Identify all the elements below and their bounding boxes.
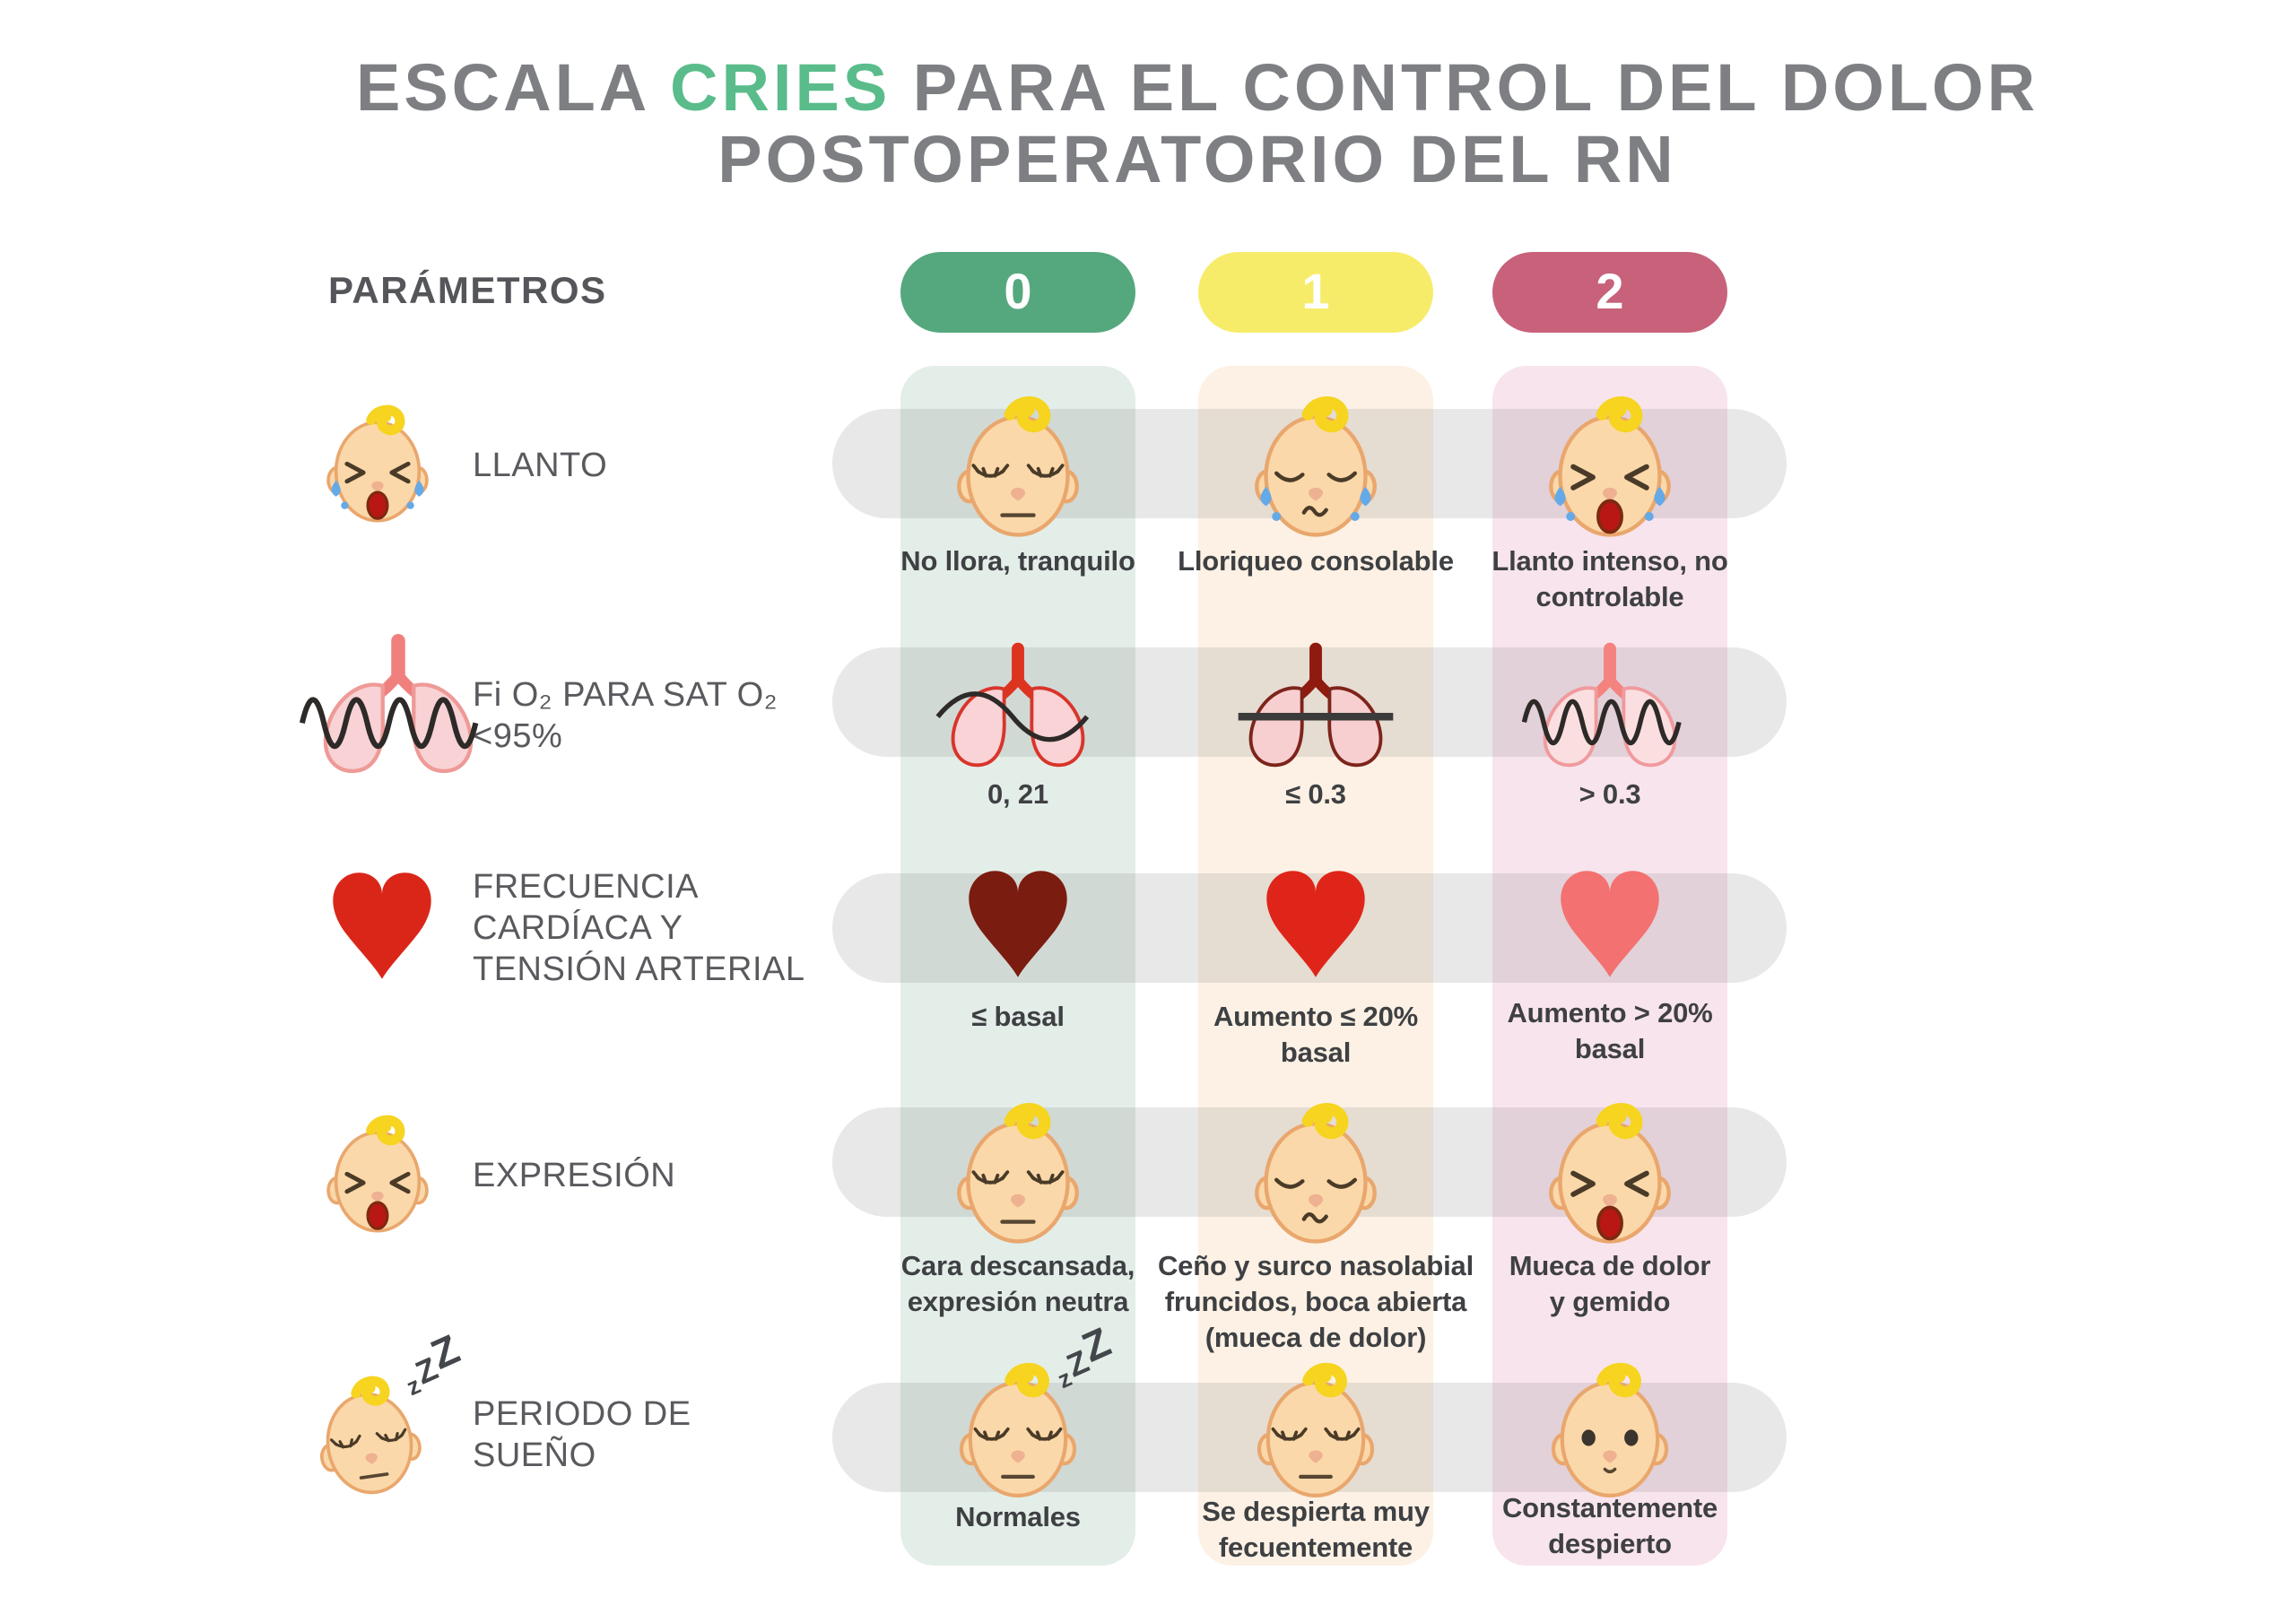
parameters-header: PARÁMETROS <box>328 269 607 311</box>
cell-caption: Se despierta muy fecuentemente <box>1202 1496 1430 1563</box>
cell-caption: Llanto intenso, no controlable <box>1492 545 1728 612</box>
crying-baby-icon <box>1544 395 1675 542</box>
cell-caption: Lloriqueo consolable <box>1178 545 1454 577</box>
red-heart-icon <box>333 872 431 979</box>
cell-caption: Constantemente despierto <box>1501 1492 1718 1559</box>
grimacing-baby-icon <box>1544 1101 1675 1248</box>
title-line-2: POSTOPERATORIO DEL RN <box>718 122 1677 196</box>
cell-caption: Aumento > 20% basal <box>1507 997 1713 1064</box>
pink-heart-icon <box>1561 871 1659 977</box>
cell-caption: No llora, tranquilo <box>900 545 1135 577</box>
grimacing-baby-icon <box>323 1114 432 1237</box>
red-heart-icon <box>1266 871 1365 977</box>
lungs-wave-icon <box>299 633 479 782</box>
calm-baby-icon <box>952 1101 1083 1248</box>
row-label-frecuencia: FRECUENCIA CARDÍACA Y TENSIÓN ARTERIAL <box>473 868 805 988</box>
row-label-expresion: EXPRESIÓN <box>473 1157 676 1194</box>
cell-caption: Aumento ≤ 20% basal <box>1213 1001 1418 1068</box>
lungs-flatline-icon <box>1238 642 1394 768</box>
whimpering-baby-icon <box>1250 395 1381 542</box>
calm-baby-icon <box>1253 1361 1378 1502</box>
cell-caption: Normales <box>955 1501 1081 1532</box>
frowning-baby-icon <box>1250 1101 1381 1248</box>
cell-caption: ≤ basal <box>971 1001 1065 1032</box>
cell-caption: > 0.3 <box>1578 778 1641 810</box>
score-badge-1: 1 <box>1198 252 1433 333</box>
lungs-gentle-wave-icon <box>935 642 1090 768</box>
title-text-2: PARA EL CONTROL DEL DOLOR <box>891 50 2039 125</box>
cell-caption: 0, 21 <box>987 778 1048 810</box>
page-title: ESCALA CRIES PARA EL CONTROL DEL DOLOR P… <box>99 52 2296 195</box>
cell-caption: Mueca de dolor y gemido <box>1509 1250 1711 1317</box>
title-cries-highlight: CRIES <box>670 50 891 125</box>
score-badge-2: 2 <box>1492 252 1727 333</box>
cell-caption: Ceño y surco nasolabial fruncidos, boca … <box>1157 1250 1474 1353</box>
awake-baby-icon <box>1547 1361 1673 1502</box>
title-text: ESCALA <box>355 50 671 125</box>
row-label-fio2: Fi O₂ PARA SAT O₂ <95% <box>473 676 778 755</box>
row-label-llanto: LLANTO <box>473 447 608 484</box>
lungs-dense-wave-icon <box>1521 642 1682 768</box>
cell-caption: Cara descansada, expresión neutra <box>900 1250 1135 1317</box>
score-badge-0: 0 <box>900 252 1135 333</box>
crying-baby-icon <box>323 404 432 526</box>
dark-heart-icon <box>969 871 1067 977</box>
title-line-1: ESCALA CRIES PARA EL CONTROL DEL DOLOR <box>99 52 2296 124</box>
cell-caption: ≤ 0.3 <box>1285 778 1346 810</box>
row-label-sueno: PERIODO DE SUEÑO <box>473 1395 691 1474</box>
calm-baby-icon <box>952 395 1083 542</box>
